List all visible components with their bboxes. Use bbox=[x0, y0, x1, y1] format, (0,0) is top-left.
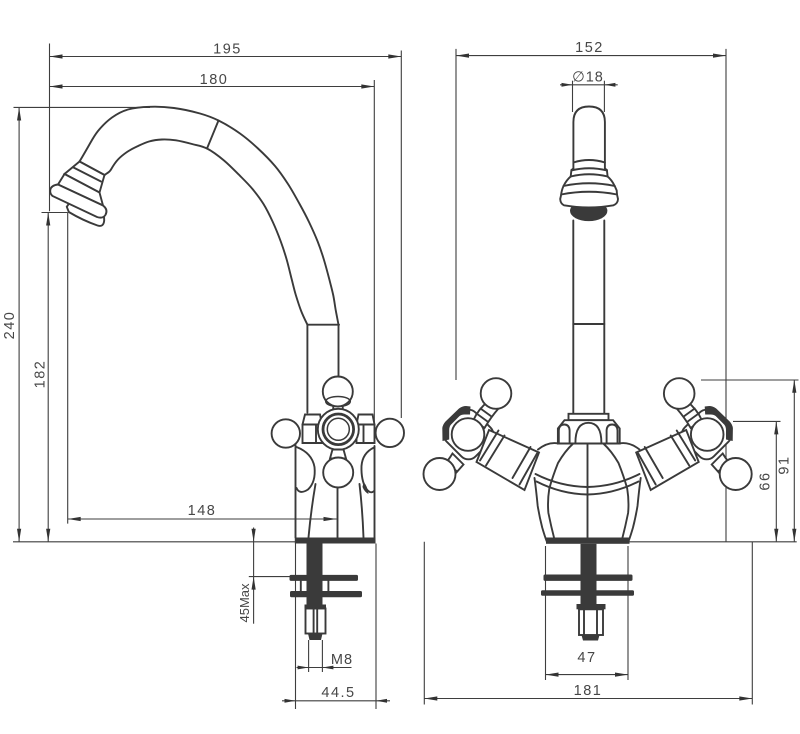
svg-text:148: 148 bbox=[188, 503, 217, 519]
svg-text:180: 180 bbox=[200, 72, 229, 88]
svg-text:45Max: 45Max bbox=[237, 583, 252, 623]
svg-text:152: 152 bbox=[575, 40, 604, 56]
svg-text:181: 181 bbox=[574, 683, 603, 699]
svg-text:∅18: ∅18 bbox=[572, 70, 604, 86]
svg-text:195: 195 bbox=[213, 42, 242, 58]
svg-text:44.5: 44.5 bbox=[321, 685, 355, 701]
svg-text:M8: M8 bbox=[331, 652, 353, 668]
svg-text:66: 66 bbox=[758, 471, 774, 490]
svg-text:91: 91 bbox=[777, 455, 793, 474]
svg-text:47: 47 bbox=[577, 650, 596, 666]
svg-text:240: 240 bbox=[2, 311, 18, 340]
svg-text:182: 182 bbox=[32, 360, 48, 389]
